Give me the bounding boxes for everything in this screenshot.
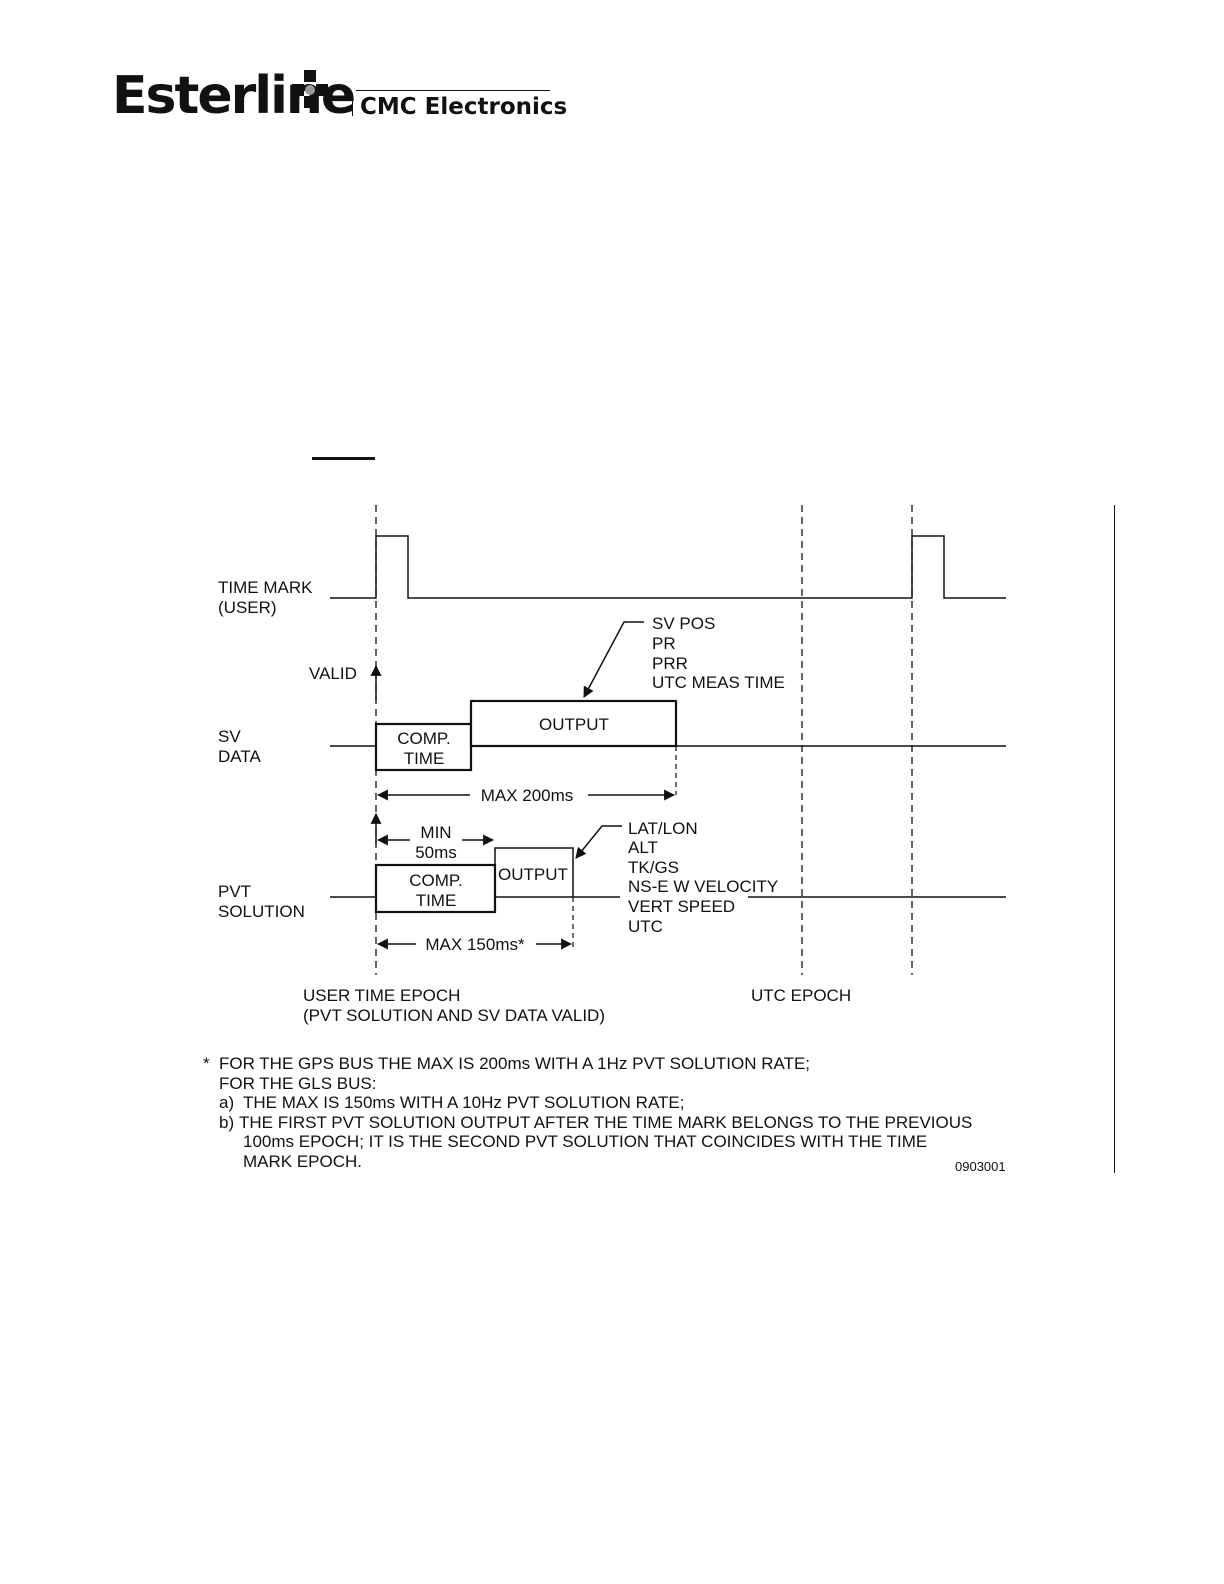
note-asterisk: * xyxy=(203,1054,210,1073)
note-line-2: FOR THE GLS BUS: xyxy=(219,1073,377,1093)
note-item-b-line-1: b) THE FIRST PVT SOLUTION OUTPUT AFTER T… xyxy=(219,1112,973,1132)
utc-epoch-label: UTC EPOCH xyxy=(751,986,851,1005)
header-rule xyxy=(312,457,375,460)
pvt-callout-leader-line xyxy=(575,825,622,859)
pvt-output-fields-list: LAT/LON ALT TK/GS NS-E W VELOCITY VERT S… xyxy=(628,819,783,936)
pvt-max-150ms-label: MAX 150ms* xyxy=(425,935,525,954)
cmc-logo-rule xyxy=(356,90,550,91)
pvt-output-text: OUTPUT xyxy=(498,865,568,884)
time-mark-label: TIME MARK(USER) xyxy=(218,578,313,617)
revision-change-bar xyxy=(1114,505,1115,1173)
valid-label: VALID xyxy=(309,664,357,683)
figure-id-number: 0903001 xyxy=(955,1159,1006,1174)
cmc-logo-bracket xyxy=(352,94,353,116)
user-time-epoch-label: USER TIME EPOCH(PVT SOLUTION AND SV DATA… xyxy=(303,986,605,1025)
time-mark-waveform xyxy=(330,535,1006,599)
note-line-1: * FOR THE GPS BUS THE MAX IS 200ms WITH … xyxy=(203,1054,811,1073)
sv-output-text: OUTPUT xyxy=(539,715,609,734)
pvt-comp-time-text: COMP.TIME xyxy=(409,871,463,910)
note-item-b-line-3: MARK EPOCH. xyxy=(243,1151,363,1171)
cmc-electronics-logo-text: CMC Electronics xyxy=(360,94,568,120)
sv-output-box xyxy=(469,699,678,748)
sv-output-fields-list: SV POS PR PRR UTC MEAS TIME xyxy=(652,614,785,692)
note-item-a: a) THE MAX IS 150ms WITH A 10Hz PVT SOLU… xyxy=(219,1093,685,1113)
pvt-comp-time-box xyxy=(374,863,497,914)
esterline-square-mark-icon xyxy=(292,70,328,108)
sv-callout-leader-line xyxy=(583,621,644,698)
footnotes: * FOR THE GPS BUS THE MAX IS 200ms WITH … xyxy=(203,1054,1033,1172)
sv-max-200ms-label: MAX 200ms xyxy=(481,786,574,805)
note-item-b-line-2: 100ms EPOCH; IT IS THE SECOND PVT SOLUTI… xyxy=(243,1132,928,1152)
sv-comp-time-text: COMP.TIME xyxy=(397,729,451,768)
pvt-output-outline xyxy=(494,847,574,897)
